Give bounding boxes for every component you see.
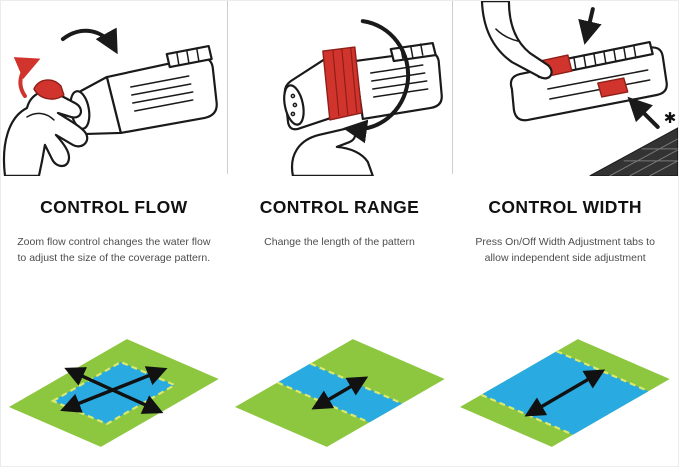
- sprinkler-width-illustration: ✱: [481, 1, 678, 176]
- spray-star-icon: ✱: [664, 110, 677, 127]
- panel-description: Zoom flow control changes the water flow…: [17, 236, 211, 265]
- coverage-pattern-range: [227, 324, 453, 466]
- coverage-pattern-width-diagram: [460, 339, 671, 447]
- illustration-control-flow: [1, 1, 227, 176]
- sprinkler-range-illustration: [282, 19, 443, 176]
- width-tab-right-red: [597, 77, 629, 98]
- pressing-finger-icon: [481, 1, 553, 80]
- length-arrow-icon: [311, 376, 368, 410]
- panel-title: CONTROL FLOW: [40, 197, 188, 217]
- rotate-arrow-icon: [60, 27, 118, 55]
- panel-description: Press On/Off Width Adjustment tabs to al…: [475, 236, 655, 265]
- panel-control-range: CONTROL RANGE Change the length of the p…: [226, 1, 453, 466]
- pointer-arrow-right-icon: [627, 96, 661, 129]
- panel-title: CONTROL RANGE: [259, 197, 420, 217]
- sprinkler-body: [510, 40, 669, 122]
- panel-title: CONTROL WIDTH: [488, 197, 642, 217]
- hand-icon: [290, 127, 374, 176]
- panel-control-width: ✱ CONTROL WIDTH Press On/Off Width Adjus…: [452, 1, 678, 466]
- coverage-pattern-width: [452, 324, 678, 466]
- size-arrow-2-icon: [64, 367, 164, 414]
- sprinkler-flow-illustration: [2, 27, 218, 176]
- range-dial-red: [321, 46, 363, 121]
- rotate-arrow-icon: [342, 19, 410, 144]
- flow-lever-red: [33, 79, 65, 100]
- coverage-pattern-length-diagram: [234, 339, 445, 447]
- sprinkler-body: [69, 44, 218, 136]
- panel-control-flow: CONTROL FLOW Zoom flow control changes t…: [1, 1, 227, 466]
- coverage-pattern-flow: [1, 324, 227, 466]
- hand-icon: [2, 90, 89, 176]
- flow-arrow-red-icon: [13, 57, 41, 98]
- spray-mat-corner: [589, 127, 678, 176]
- pointer-arrow-top-icon: [578, 7, 602, 45]
- width-arrow-icon: [524, 369, 606, 417]
- sprinkler-nozzle: [282, 57, 332, 131]
- illustration-control-range: [227, 1, 453, 176]
- illustration-control-width: ✱: [452, 1, 678, 176]
- panel-description: Change the length of the pattern: [264, 236, 415, 248]
- coverage-pattern-size-diagram: [8, 339, 219, 447]
